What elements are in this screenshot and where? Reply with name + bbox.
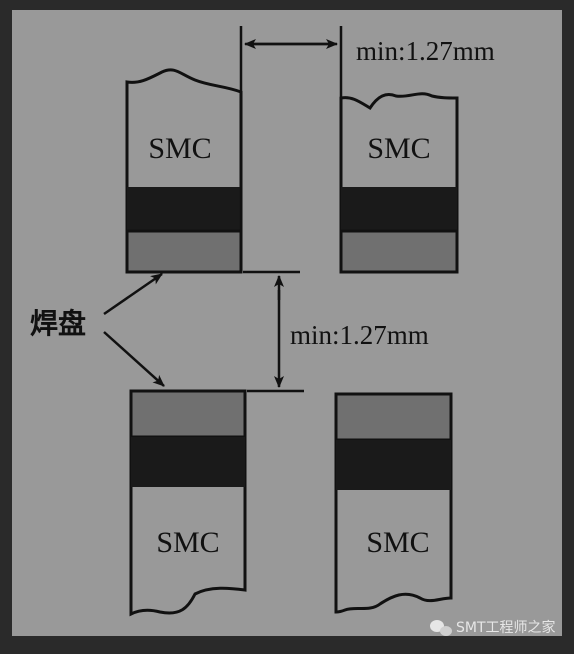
pad-callout: 焊盘 [30,272,165,387]
smc-label: SMC [148,132,211,165]
watermark: SMT工程师之家 [430,619,556,636]
pad-band-dark [127,187,241,231]
wechat-icon [430,620,452,636]
pad-arrow-down [103,331,165,387]
pad-band-gray [339,229,459,274]
pad-band-gray [125,229,243,274]
pad-band-gray [129,389,247,439]
horizontal-spacing-dimension: min:1.27mm [239,26,495,272]
smc-bottom-left: SMC [129,389,247,617]
horizontal-spacing-label: min:1.27mm [356,36,495,66]
diagram-panel [12,10,562,636]
pad-arrow-up [103,272,163,316]
pad-band-dark [336,440,451,490]
watermark-text: SMT工程师之家 [456,619,556,636]
smc-bottom-right: SMC [334,392,453,614]
vertical-spacing-dimension: min:1.27mm [243,270,429,393]
pad-label: 焊盘 [30,307,86,340]
vertical-spacing-label: min:1.27mm [290,320,429,350]
smc-label: SMC [367,132,430,165]
smc-top-left: SMC [125,68,243,274]
pad-band-gray [334,392,453,442]
smc-label: SMC [366,526,429,559]
pad-band-dark [341,187,457,231]
smc-label: SMC [156,526,219,559]
pad-band-dark [131,437,245,487]
smc-top-right: SMC [339,92,459,274]
